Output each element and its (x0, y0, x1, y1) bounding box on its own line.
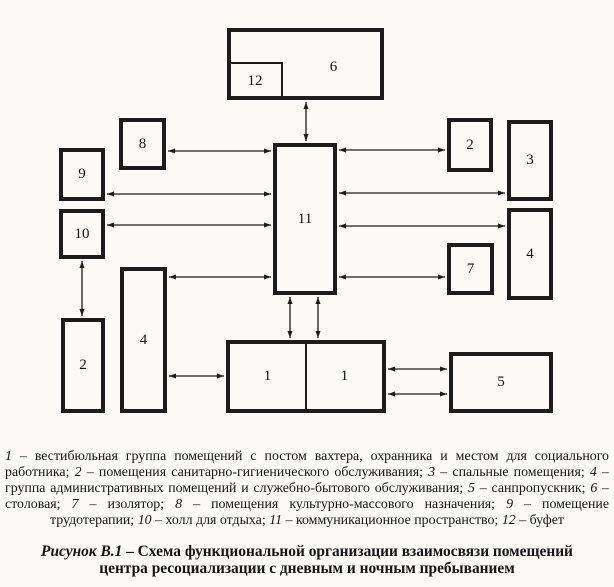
room-box-10: 10 (59, 209, 105, 259)
room-label-4-left: 4 (139, 331, 148, 348)
room-label-1-1: 1 (263, 368, 272, 384)
caption-label: Рисунок В.1 (41, 543, 123, 560)
legend-num-3: 3 (428, 464, 436, 480)
room-label-10: 10 (74, 225, 90, 242)
room-label-12: 12 (247, 72, 263, 89)
legend-text: 1 – вестибюльная группа помещений с пост… (5, 449, 610, 528)
room-box-4-right: 4 (507, 208, 553, 300)
caption-text: – Схема функциональной организации взаим… (99, 543, 573, 578)
room-box-3: 3 (507, 120, 553, 201)
legend-num-12: 12 (501, 512, 516, 528)
legend-num-9: 9 (506, 496, 514, 512)
legend-num-10: 10 (137, 512, 152, 528)
room-box-4-left: 4 (120, 267, 167, 413)
legend-num-2: 2 (74, 464, 82, 480)
figure-caption: Рисунок В.1 – Схема функциональной орган… (27, 543, 587, 578)
room-label-4-right: 4 (526, 245, 534, 262)
room-label-9: 9 (78, 166, 86, 182)
room-label-3: 3 (526, 152, 534, 168)
legend-num-1: 1 (5, 449, 12, 464)
legend-num-5: 5 (468, 480, 475, 496)
room-label-7: 7 (466, 260, 475, 277)
room-label-11: 11 (297, 210, 313, 227)
arrow-layer (79, 102, 505, 397)
room-label-5: 5 (497, 374, 505, 390)
room-label-1-2: 1 (340, 368, 349, 384)
legend-num-4: 4 (589, 464, 597, 480)
room-box-9: 9 (59, 148, 105, 201)
legend-num-11: 11 (269, 512, 283, 528)
room-box-8: 8 (119, 118, 166, 170)
room-label-6: 6 (329, 58, 338, 75)
room-box-2-right: 2 (447, 118, 493, 172)
legend-num-6: 6 (590, 480, 598, 496)
legend-num-7: 7 (71, 496, 79, 512)
room-box-1-cell-1: 1 (230, 344, 305, 409)
legend-num-8: 8 (175, 496, 183, 512)
room-box-12: 12 (227, 62, 283, 100)
room-label-2-right: 2 (466, 136, 474, 153)
room-label-2-left: 2 (79, 357, 87, 373)
room-box-7: 7 (447, 243, 494, 295)
room-box-2-left: 2 (61, 318, 105, 413)
room-box-5: 5 (449, 352, 553, 413)
room-box-6: 6 (227, 28, 384, 100)
room-box-1-divider (305, 344, 307, 409)
room-box-11: 11 (273, 143, 337, 295)
room-label-8: 8 (138, 135, 147, 152)
room-box-1-cell-2: 1 (307, 344, 382, 409)
